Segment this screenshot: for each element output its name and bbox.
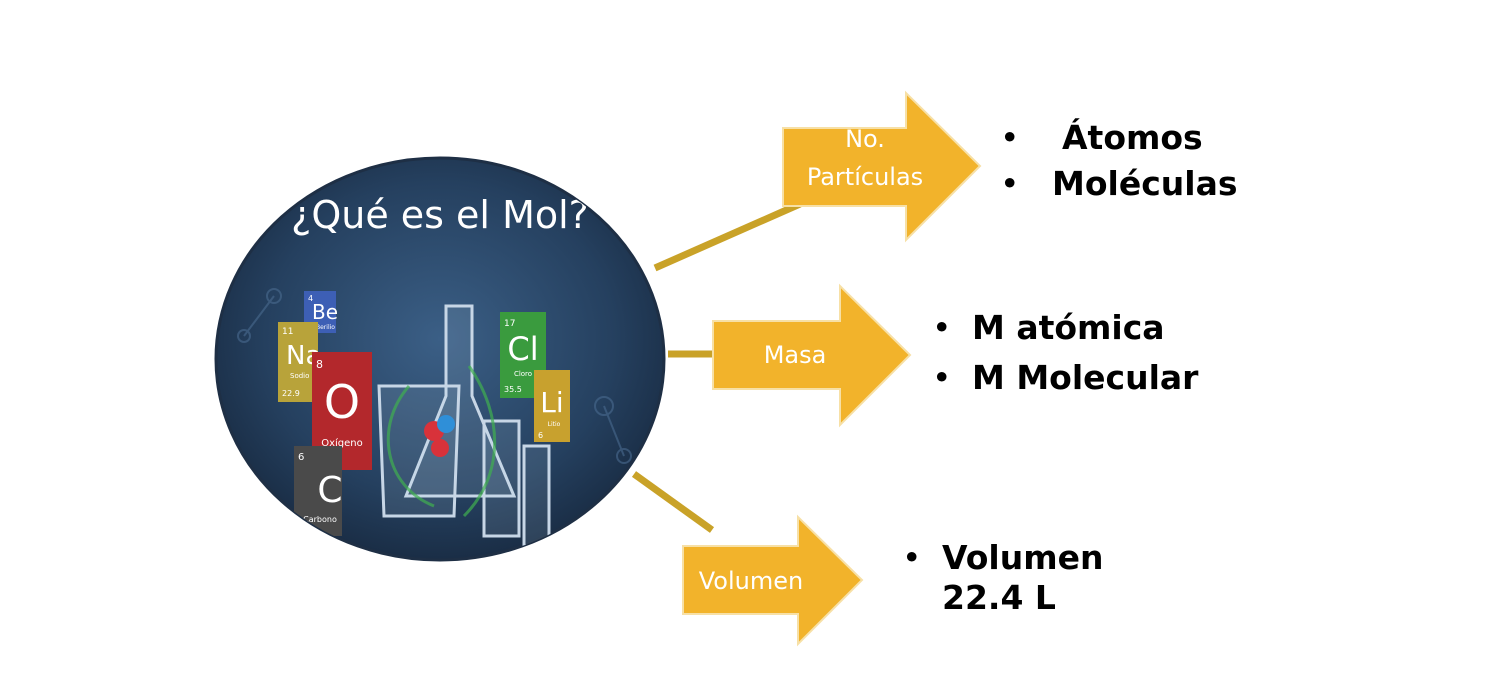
svg-text:11: 11	[282, 327, 293, 337]
svg-text:C: C	[317, 470, 342, 511]
connector-volume	[631, 471, 715, 533]
arrow-volume	[682, 514, 864, 647]
svg-text:Be: Be	[312, 300, 338, 324]
svg-text:O: O	[324, 375, 360, 429]
svg-text:Sodio: Sodio	[290, 372, 309, 380]
element-tile-na: 11 Na Sodio 22.9	[278, 322, 321, 402]
svg-text:Litio: Litio	[548, 421, 561, 428]
svg-text:6: 6	[298, 452, 304, 463]
svg-text:Carbono: Carbono	[303, 515, 337, 524]
element-tile-be: 4 Be Berilio	[304, 291, 338, 333]
svg-text:17: 17	[504, 319, 515, 329]
arrow-particles	[782, 90, 982, 243]
illustration-title: ¿Qué es el Mol?	[291, 193, 589, 237]
arrow-particles-label: No. Partículas	[806, 125, 924, 191]
svg-text:Cloro: Cloro	[514, 370, 532, 378]
svg-text:Li: Li	[540, 386, 563, 419]
svg-text:35.5: 35.5	[504, 385, 522, 394]
svg-text:22.9: 22.9	[282, 389, 300, 398]
svg-text:6: 6	[538, 431, 543, 440]
arrow-volume-label: Volumen	[698, 567, 804, 595]
mol-illustration: ¿Qué es el Mol? 4 Be Berilio	[214, 156, 666, 562]
element-tile-c: 6 C Carbono	[294, 446, 343, 536]
svg-text:Cl: Cl	[507, 330, 538, 368]
element-tile-li: Li Litio 6	[534, 370, 570, 442]
connector-particles	[653, 200, 802, 272]
arrow-mass	[712, 283, 912, 428]
svg-text:4: 4	[308, 294, 313, 303]
arrow-mass-label: Masa	[763, 341, 827, 369]
svg-text:Berilio: Berilio	[316, 324, 335, 331]
svg-text:8: 8	[316, 358, 323, 371]
